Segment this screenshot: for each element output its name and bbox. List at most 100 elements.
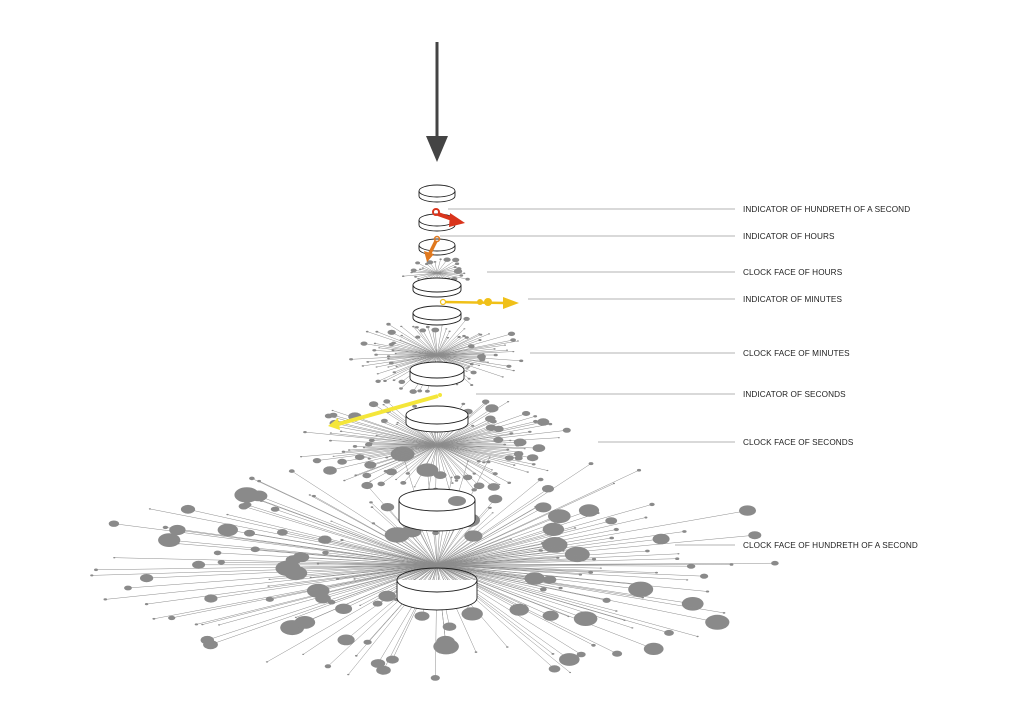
spoke-line [436,553,679,566]
spoke-dot [367,457,371,460]
spoke-line [436,444,453,484]
spoke-line [146,564,438,605]
spoke-line [436,444,525,449]
spoke-dot [414,275,418,278]
spoke-line [436,479,541,566]
spoke-dot [454,479,459,482]
spoke-dot [270,506,280,512]
spoke-dot [548,422,553,426]
spoke-dot [293,552,310,563]
spoke-line [377,354,438,375]
spoke-dot [329,432,332,434]
spoke-line [416,327,438,356]
spoke-dot [194,623,199,626]
spoke-dot [542,522,565,537]
spoke-dot [569,671,572,674]
spoke-dot [388,361,394,365]
spoke-dot [506,646,509,648]
spoke-dot [522,411,531,416]
spoke-dot [399,387,403,390]
spoke-dot [467,366,471,368]
spoke-line [436,550,564,566]
spoke-dot [368,401,379,408]
spoke-dot [488,333,490,335]
spoke-dot [649,502,655,507]
spoke-dot [400,334,404,337]
spoke-line [435,532,438,566]
downward-arrow [426,42,448,162]
spoke-line [381,444,438,485]
spoke-dot [337,458,347,465]
spoke-dot [352,445,358,448]
spoke-dot [509,603,529,616]
spoke-dot [311,494,316,498]
spoke-dot [533,419,538,424]
spoke-dot [217,560,225,565]
spoke-line [436,431,530,446]
spoke-dot [686,563,696,569]
spoke-line [436,444,533,458]
spoke-dot [471,611,475,614]
spoke-dot [366,361,370,363]
spoke-dot [491,512,494,514]
spoke-dot [512,351,515,353]
spoke-dot [375,366,378,368]
spoke-line [436,564,520,611]
spoke-line [391,332,438,356]
spoke-line [210,564,438,599]
spoke-dot [250,546,260,553]
spoke-line [95,564,438,571]
spoke-dot [705,590,710,593]
spoke-line [436,564,601,569]
spoke-line [91,564,438,576]
spoke-line [436,544,555,566]
spoke-dot [294,616,297,619]
spoke-dot [376,665,391,675]
spoke-dot [557,437,560,439]
spoke-dot [418,268,422,271]
spoke-dot [386,655,399,664]
hundredth-hand [432,208,465,227]
spoke-dot [478,364,481,366]
spoke-dot [532,444,546,452]
spoke-line [436,354,470,368]
spoke-dot [372,349,377,352]
spoke-dot [103,598,108,601]
spoke-dot [465,277,470,281]
spoke-line [436,328,465,356]
spoke-line [436,339,514,356]
spoke-dot [421,267,424,269]
labels: INDICATOR OF HUNDRETH OF A SECOND INDICA… [743,205,918,550]
spoke-dot [722,612,726,614]
spoke-line [395,353,438,356]
spoke-line [301,556,438,566]
spoke-line [436,564,693,605]
spoke-dot [542,610,559,621]
spoke-line [388,323,438,356]
spoke-dot [479,357,486,362]
spoke-dot [381,418,388,423]
spoke-dot [526,471,529,473]
spoke-line [436,444,522,453]
spoke-dot [459,274,464,277]
spoke-dot [409,389,417,394]
spoke-dot [641,596,645,599]
spoke-dot [469,363,474,366]
spoke-dot [90,574,94,577]
spoke-dot [488,506,492,509]
spoke-line [153,564,438,620]
spoke-line [371,506,438,566]
spoke-dot [470,370,477,375]
spoke-dot [488,494,503,504]
spoke-dot [591,643,596,647]
spoke-dot [471,488,478,492]
spoke-line [246,504,438,566]
spoke-dot [365,330,369,333]
spoke-line [436,507,544,566]
spoke-dot [513,438,527,447]
spoke-dot [463,272,466,275]
spoke-line [436,354,472,365]
spoke-line [436,354,503,378]
spoke-line [436,504,653,566]
spoke-line [436,531,685,566]
